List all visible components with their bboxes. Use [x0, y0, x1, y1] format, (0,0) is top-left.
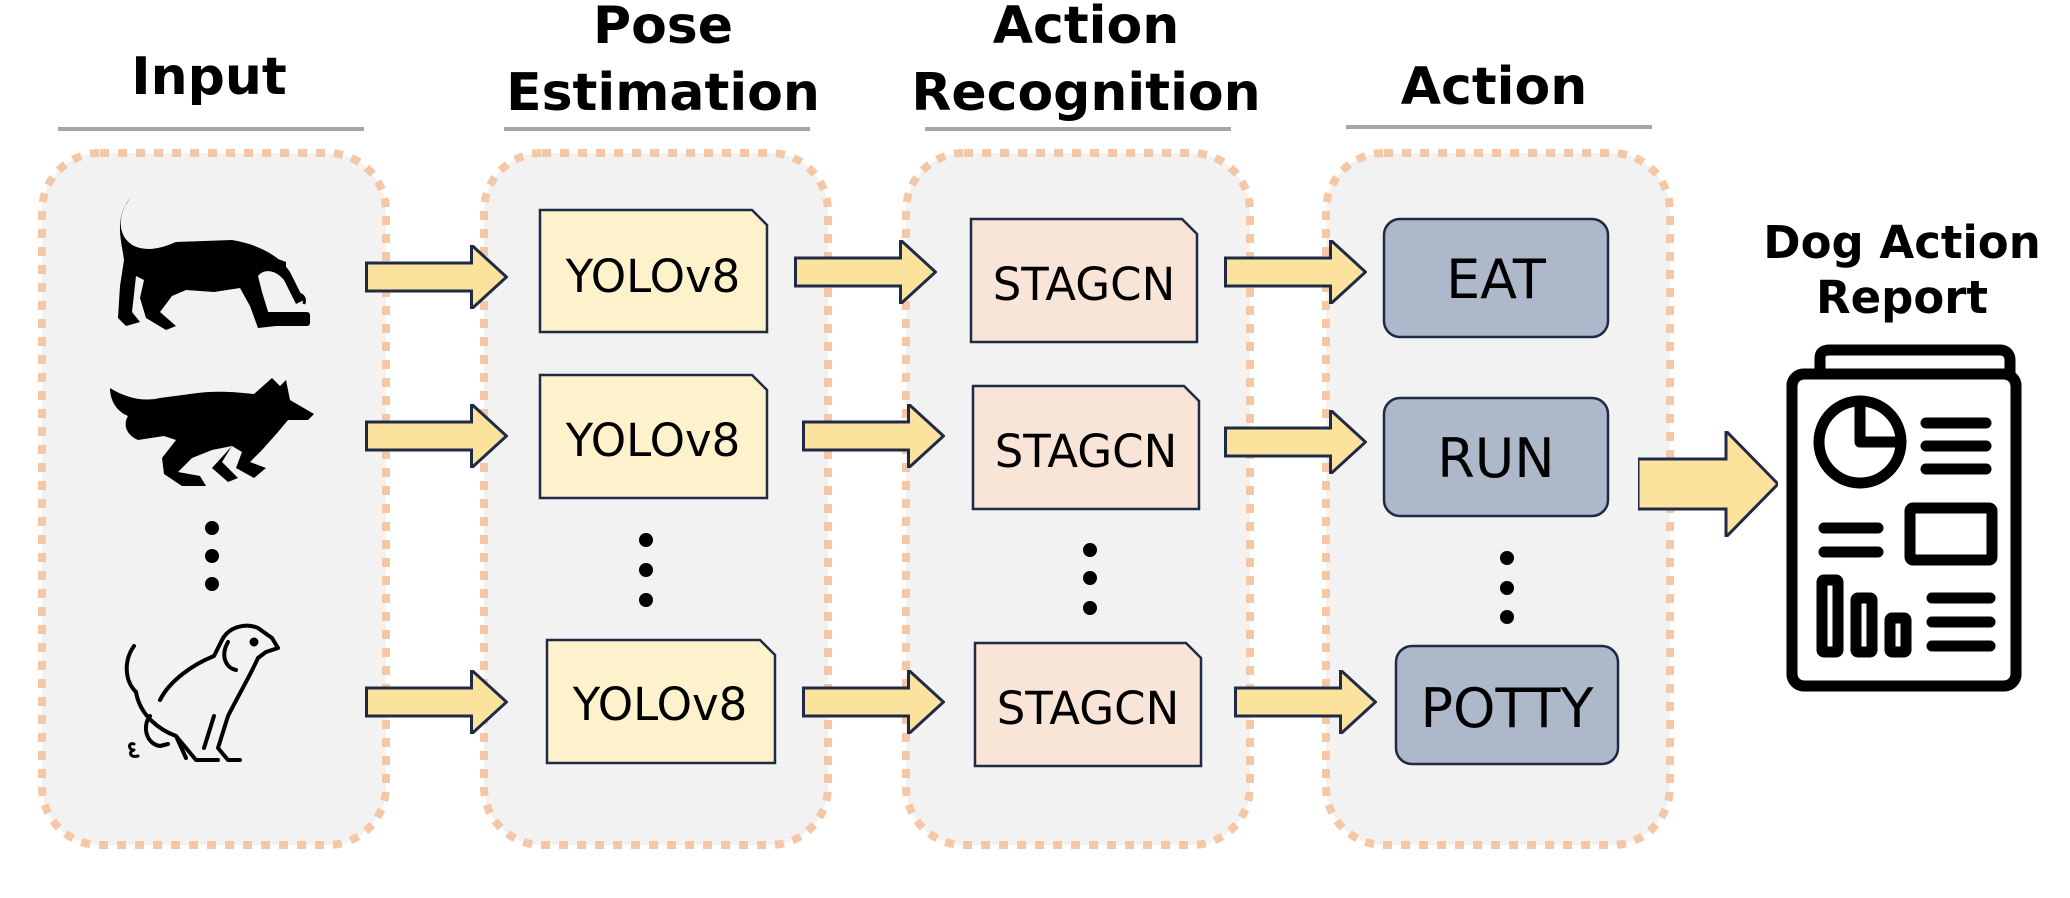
action-box-run [1382, 396, 1610, 518]
recognition-column-title-line1: Action [993, 0, 1180, 56]
pose-column-title-line1: Pose [593, 0, 733, 56]
recognition-column-title-line2: Recognition [911, 63, 1260, 123]
pose-box [545, 638, 777, 765]
recognition-box [971, 384, 1201, 511]
pose-box-label: YOLOv8 [572, 678, 748, 731]
action-column-title: Action [1401, 57, 1588, 117]
action-box-potty [1394, 644, 1620, 766]
action-label: POTTY [1420, 677, 1594, 740]
pose-box-label: YOLOv8 [565, 250, 741, 303]
pose-box-label: YOLOv8 [565, 414, 741, 467]
recognition-box [969, 217, 1199, 344]
dog-eating-icon [118, 198, 310, 330]
pose-box [538, 208, 769, 334]
report-document-icon [1786, 344, 2022, 692]
dog-potty-icon [124, 623, 280, 762]
action-box-eat [1382, 217, 1610, 339]
recognition-box-label: STAGCN [997, 682, 1180, 735]
action-label: RUN [1437, 427, 1554, 490]
action-label: EAT [1446, 248, 1547, 311]
recognition-box [973, 641, 1203, 768]
vertical-ellipsis [1083, 543, 1097, 615]
recognition-box-label: STAGCN [993, 258, 1176, 311]
vertical-ellipsis [1500, 551, 1514, 624]
input-column-title: Input [131, 47, 286, 107]
recognition-box-label: STAGCN [995, 425, 1178, 478]
report-title-line2: Report [1816, 271, 1988, 324]
vertical-ellipsis [639, 533, 653, 607]
vertical-ellipsis [205, 521, 219, 591]
dog-running-icon [110, 378, 314, 486]
pose-column-title-line2: Estimation [506, 63, 820, 123]
pose-box [538, 373, 769, 500]
report-title-line1: Dog Action [1763, 216, 2041, 269]
